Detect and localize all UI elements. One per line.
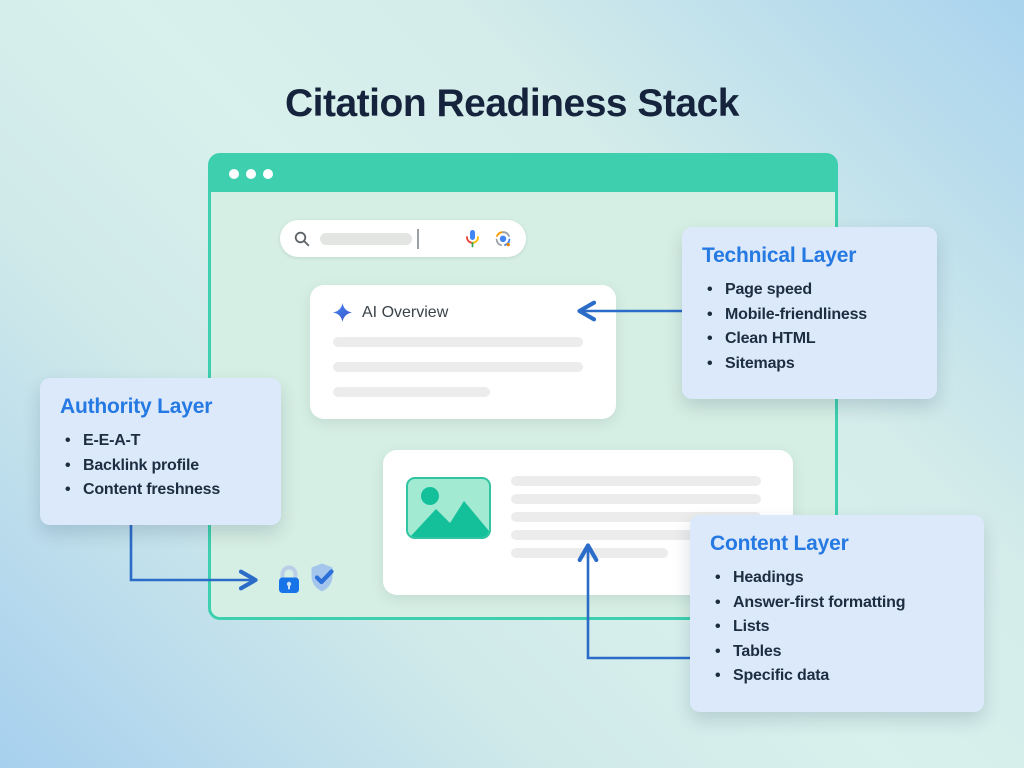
- skeleton-line: [333, 337, 583, 347]
- lens-icon[interactable]: [494, 230, 512, 248]
- list-item: Backlink profile: [60, 454, 261, 479]
- ai-overview-card: AI Overview: [310, 285, 616, 419]
- callout-list: E-E-A-T Backlink profile Content freshne…: [60, 429, 261, 503]
- list-item: Tables: [710, 640, 964, 665]
- list-item: Content freshness: [60, 478, 261, 503]
- callout-list: Headings Answer-first formatting Lists T…: [710, 566, 964, 689]
- mic-icon[interactable]: [465, 229, 480, 249]
- image-placeholder-icon: [406, 477, 491, 539]
- list-item: Mobile-friendliness: [702, 303, 917, 328]
- list-item: Clean HTML: [702, 327, 917, 352]
- sparkle-icon: [333, 303, 352, 322]
- callout-title: Content Layer: [710, 532, 849, 555]
- skeleton-line: [333, 387, 490, 397]
- window-dot-icon: [229, 169, 239, 179]
- skeleton-line: [511, 512, 761, 522]
- list-item: Sitemaps: [702, 352, 917, 377]
- text-cursor: [417, 228, 419, 249]
- callout-title: Authority Layer: [60, 395, 213, 418]
- list-item: E-E-A-T: [60, 429, 261, 454]
- lock-icon: [276, 564, 302, 600]
- callout-content-layer: Content Layer Headings Answer-first form…: [690, 515, 984, 712]
- list-item: Answer-first formatting: [710, 591, 964, 616]
- shield-check-icon: [309, 562, 339, 599]
- callout-list: Page speed Mobile-friendliness Clean HTM…: [702, 278, 917, 376]
- skeleton-line: [333, 362, 583, 372]
- list-item: Headings: [710, 566, 964, 591]
- window-dot-icon: [246, 169, 256, 179]
- search-placeholder-bar[interactable]: [320, 232, 412, 245]
- page-title: Citation Readiness Stack: [285, 82, 739, 126]
- list-item: Specific data: [710, 664, 964, 689]
- callout-authority-layer: Authority Layer E-E-A-T Backlink profile…: [40, 378, 281, 525]
- skeleton-line: [511, 476, 761, 486]
- search-icon: [294, 231, 310, 247]
- skeleton-line: [511, 494, 761, 504]
- skeleton-line: [511, 530, 761, 540]
- callout-technical-layer: Technical Layer Page speed Mobile-friend…: [682, 227, 937, 399]
- list-item: Page speed: [702, 278, 917, 303]
- window-dot-icon: [263, 169, 273, 179]
- skeleton-line: [511, 548, 668, 558]
- browser-titlebar: [211, 156, 835, 192]
- search-bar[interactable]: [280, 220, 526, 257]
- callout-title: Technical Layer: [702, 244, 857, 267]
- list-item: Lists: [710, 615, 964, 640]
- ai-overview-label: AI Overview: [362, 303, 449, 321]
